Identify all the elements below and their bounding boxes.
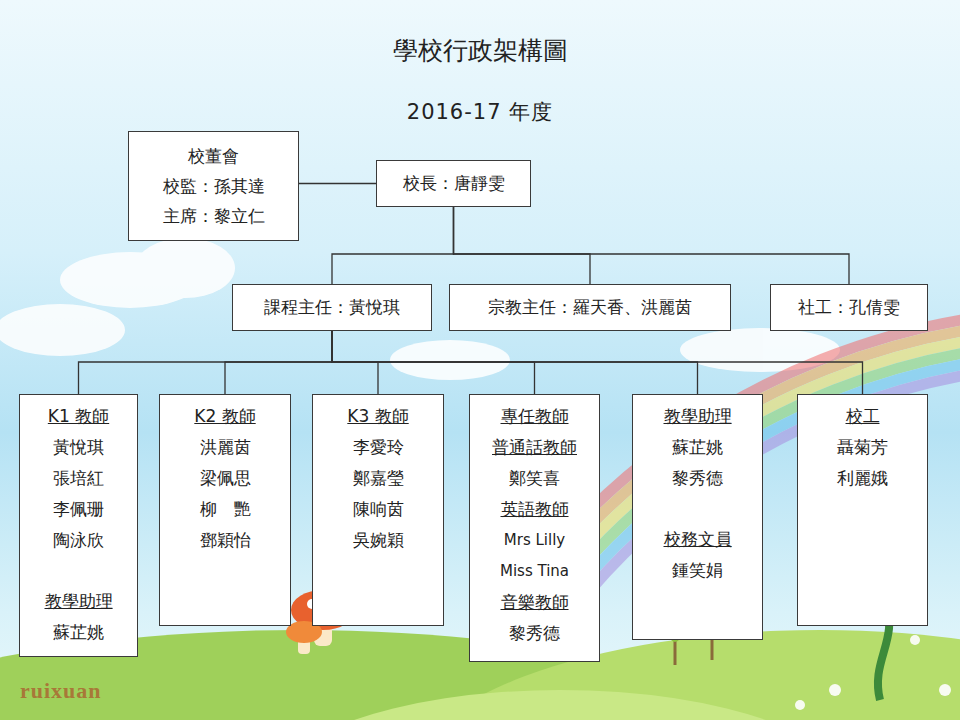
role-heading: 音樂教師 bbox=[501, 587, 569, 618]
role-heading: K1 教師 bbox=[48, 401, 109, 432]
staff-name: 校董會 bbox=[188, 141, 239, 171]
watermark: ruixuan bbox=[20, 678, 220, 704]
staff-name: 黎秀德 bbox=[672, 463, 723, 494]
staff-name: 黃悅琪 bbox=[53, 432, 104, 463]
role-heading: 英語教師 bbox=[501, 494, 569, 525]
org-connector bbox=[332, 207, 454, 284]
staff-name: 利麗娥 bbox=[837, 463, 888, 494]
role-heading: 專任教師 bbox=[501, 401, 569, 432]
staff-name: 校監：孫其達 bbox=[163, 171, 265, 201]
staff-name: 陶泳欣 bbox=[53, 525, 104, 556]
org-box: 社工：孔倩雯 bbox=[770, 284, 928, 331]
staff-name: 蘇芷姚 bbox=[53, 617, 104, 648]
org-box: 校工聶菊芳利麗娥 bbox=[797, 394, 928, 626]
staff-name: 聶菊芳 bbox=[837, 432, 888, 463]
staff-name: 梁佩思 bbox=[200, 463, 251, 494]
staff-name: 宗教主任：羅天香、洪麗茵 bbox=[488, 292, 692, 323]
org-box: 校長：唐靜雯 bbox=[376, 160, 531, 207]
staff-name: 鍾笑娟 bbox=[672, 555, 723, 586]
org-connector bbox=[299, 183, 376, 184]
role-heading: 教學助理 bbox=[664, 401, 732, 432]
board-box: 校董會校監：孫其達主席：黎立仁 bbox=[128, 131, 299, 241]
staff-name: 陳响茵 bbox=[353, 494, 404, 525]
staff-name: 鄭嘉瑩 bbox=[353, 463, 404, 494]
staff-name: 蘇芷姚 bbox=[672, 432, 723, 463]
staff-name: 主席：黎立仁 bbox=[163, 201, 265, 231]
staff-name: 課程主任：黃悅琪 bbox=[264, 292, 400, 323]
staff-name: 鄧穎怡 bbox=[200, 525, 251, 556]
role-heading: 普通話教師 bbox=[492, 432, 577, 463]
staff-name: 柳 艷 bbox=[200, 494, 251, 525]
org-box: 教學助理蘇芷姚黎秀德校務文員鍾笑娟 bbox=[632, 394, 763, 640]
year-label: 2016-17 年度 bbox=[0, 98, 960, 126]
org-connector bbox=[225, 331, 332, 394]
staff-name: Miss Tina bbox=[500, 556, 569, 587]
org-box: 專任教師普通話教師鄭笑喜英語教師Mrs LillyMiss Tina音樂教師黎秀… bbox=[469, 394, 600, 662]
staff-name: Mrs Lilly bbox=[504, 525, 565, 556]
org-connector bbox=[454, 207, 591, 284]
role-heading: 教學助理 bbox=[45, 586, 113, 617]
org-connector bbox=[454, 207, 850, 284]
staff-name: 黎秀德 bbox=[509, 618, 560, 649]
org-box: 宗教主任：羅天香、洪麗茵 bbox=[449, 284, 731, 331]
role-heading: 校務文員 bbox=[664, 524, 732, 555]
org-box: K3 教師李愛玲鄭嘉瑩陳响茵吳婉穎 bbox=[312, 394, 444, 626]
staff-name: 鄭笑喜 bbox=[509, 463, 560, 494]
org-box: K1 教師黃悅琪張培紅李佩珊陶泳欣教學助理蘇芷姚 bbox=[19, 394, 138, 657]
staff-name: 洪麗茵 bbox=[200, 432, 251, 463]
staff-name: 張培紅 bbox=[53, 463, 104, 494]
staff-name: 校長：唐靜雯 bbox=[403, 168, 505, 199]
org-box: 課程主任：黃悅琪 bbox=[232, 284, 432, 331]
org-connector bbox=[332, 331, 863, 394]
staff-name: 李愛玲 bbox=[353, 432, 404, 463]
role-heading: K3 教師 bbox=[347, 401, 408, 432]
staff-name: 社工：孔倩雯 bbox=[798, 292, 900, 323]
staff-name: 吳婉穎 bbox=[353, 525, 404, 556]
staff-name: 李佩珊 bbox=[53, 494, 104, 525]
role-heading: K2 教師 bbox=[194, 401, 255, 432]
org-connector bbox=[79, 331, 333, 394]
chart-title: 學校行政架構圖 bbox=[0, 34, 960, 67]
org-box: K2 教師洪麗茵梁佩思柳 艷鄧穎怡 bbox=[159, 394, 291, 626]
role-heading: 校工 bbox=[846, 401, 880, 432]
